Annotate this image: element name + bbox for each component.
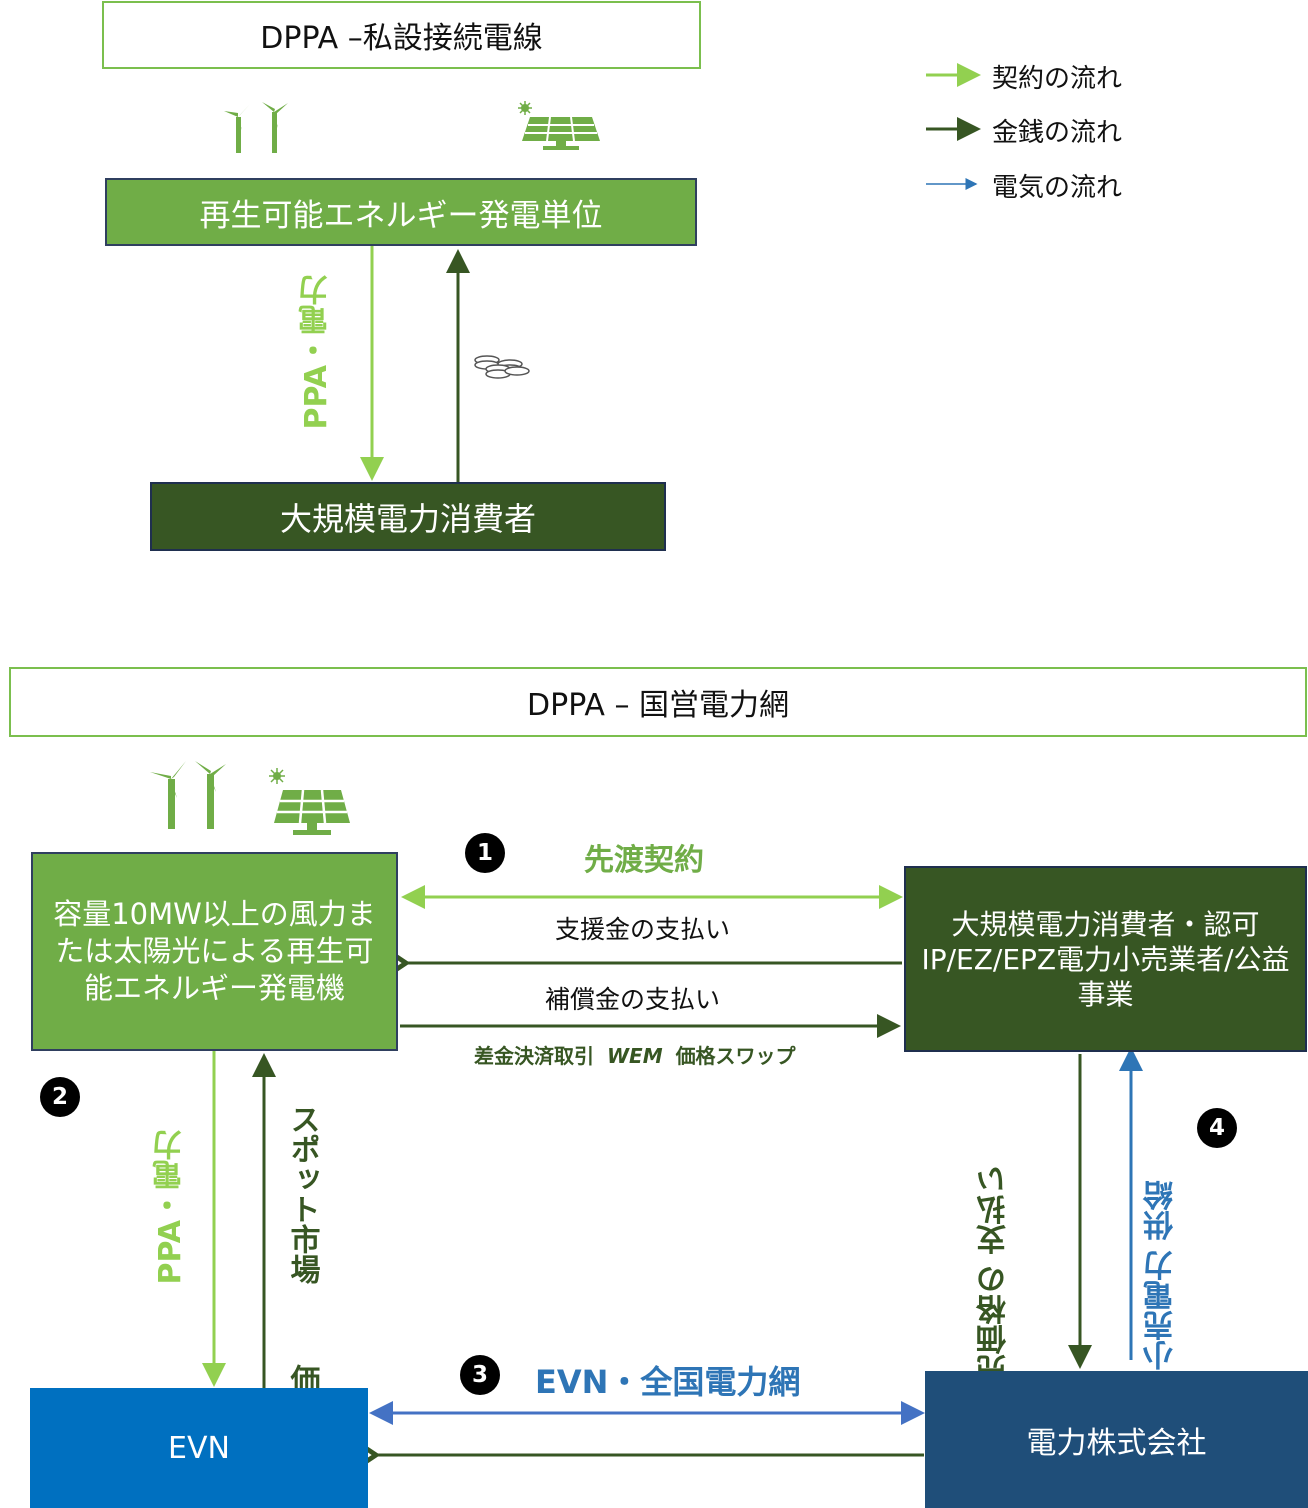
wind-turbine-icon [224,102,288,153]
forward-contract-label: 先渡契約 [584,843,704,878]
wem-text: WEM [606,1044,663,1068]
retail-supply-line1: 小売電力 [1144,1250,1179,1371]
legend-money-label: 金銭の流れ [992,118,1123,148]
top-title-box: DPPA –私設接続電線 [102,1,701,69]
step-3-badge: 3 [460,1355,500,1395]
evn-grid-label: EVN・全国電力網 [535,1363,801,1401]
retail-payment-line2: 支払い [977,1164,1012,1254]
evn-box: EVN [30,1388,368,1508]
step-4-badge: 4 [1197,1108,1237,1148]
support-payment-label: 支援金の支払い [555,915,731,944]
cfd-text: 差金決済取引 [474,1044,594,1068]
price-swap-text: 価格スワップ [675,1044,796,1068]
bottom-generator-box: 容量10MW以上の風力または太陽光による再生可能エネルギー発電機 [31,852,398,1051]
step-1-badge: 1 [465,833,505,873]
power-corp-box: 電力株式会社 [925,1371,1308,1508]
bottom-title-box: DPPA – 国営電力網 [9,667,1307,737]
retail-supply-label: 小売電力 供給 [1144,1150,1180,1371]
top-consumer-box: 大規模電力消費者 [150,482,666,551]
coins-icon [474,355,530,379]
bottom-generator-label: 容量10MW以上の風力または太陽光による再生可能エネルギー発電機 [53,897,376,1005]
top-generator-box: 再生可能エネルギー発電単位 [105,178,697,246]
spot-price-label: スポット市場 価格 [284,1104,320,1424]
step-2-badge: 2 [40,1077,80,1117]
spot-price-line1: スポット市場 [284,1104,320,1284]
bottom-consumer-label: 大規模電力消費者・認可IP/EZ/EPZ電力小売業者/公益事業 [921,907,1290,1011]
solar-panel-icon-large [269,768,350,835]
legend-electricity-label: 電気の流れ [992,173,1123,203]
cfd-label: 差金決済取引 WEM 価格スワップ [474,1040,796,1069]
top-generator-label: 再生可能エネルギー発電単位 [199,197,603,234]
compensation-payment-label: 補償金の支払い [545,985,721,1014]
evn-label: EVN [168,1430,230,1466]
solar-panel-icon [518,101,600,150]
bottom-consumer-box: 大規模電力消費者・認可IP/EZ/EPZ電力小売業者/公益事業 [904,866,1307,1052]
retail-supply-line2: 供給 [1144,1180,1179,1240]
top-ppa-label: PPA・電力 [299,275,334,430]
evn-ppa-label: PPA・電力 [153,1130,188,1285]
legend-contract-label: 契約の流れ [992,64,1123,94]
power-corp-label: 電力株式会社 [1026,1425,1207,1461]
top-title: DPPA –私設接続電線 [260,21,543,56]
wind-turbine-icon-large [150,761,226,829]
bottom-title: DPPA – 国営電力網 [527,688,789,723]
top-consumer-label: 大規模電力消費者 [279,499,536,538]
